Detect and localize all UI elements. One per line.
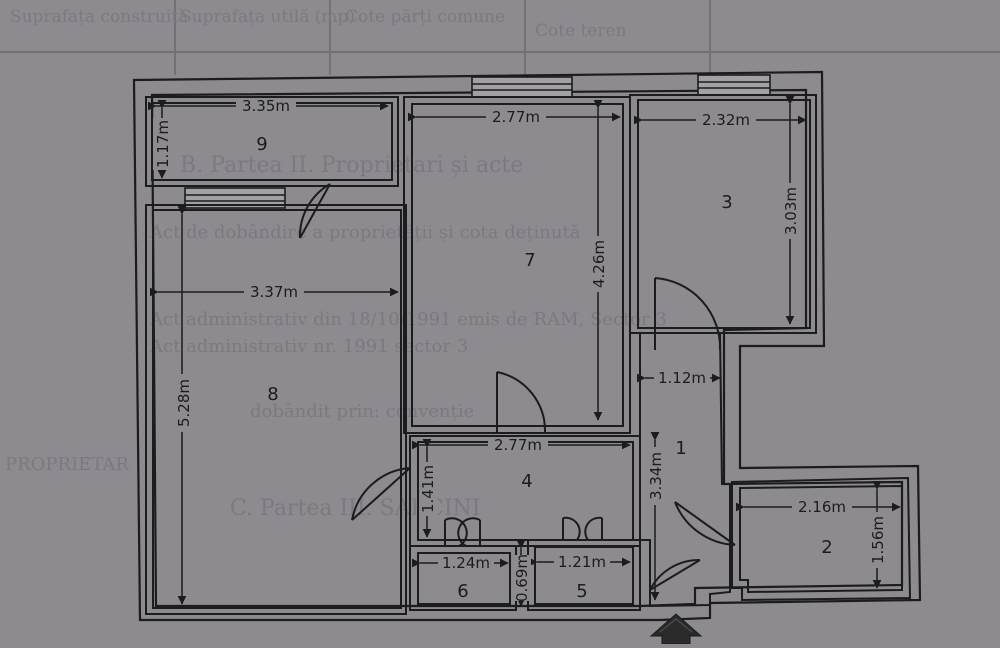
door-room-5 [562,516,603,541]
window-room-8 [184,187,286,209]
window-top-middle [471,76,573,98]
room-2 [731,476,912,602]
room-numbers: 9 7 3 8 4 1 2 6 5 [256,134,832,602]
room-1-label: 1 [675,438,686,459]
dim-room-3-height: 3.03m [782,187,800,235]
bg-line-1: Act de dobândire a proprietății și cota … [149,222,581,243]
bg-header-cell-1: Suprafața construită [10,7,188,27]
arrow-up-icon [649,613,703,645]
dim-room-6-width: 1.24m [442,554,490,572]
door-entrance [649,558,701,591]
room-3-label: 3 [721,192,732,213]
door-room-7 [496,371,547,433]
door-room-6 [444,517,481,547]
room-8-label: 8 [267,384,278,405]
dim-room-8-width: 3.37m [250,283,298,301]
door-room-9 [298,183,331,239]
bg-header-cell-2: Suprafața utilă (mp) [180,7,355,27]
dim-room-5-width: 1.21m [558,553,606,571]
bg-section-title: B. Partea II. Proprietari și acte [180,153,523,178]
dim-room-1-height: 3.34m [647,452,665,500]
room-5-label: 5 [576,581,587,602]
room-9-label: 9 [256,134,267,155]
door-room-8 [351,467,411,521]
bg-line-3: Act administrativ nr. 1991 sector 3 [149,336,468,357]
bg-line-5: PROPRIETAR [5,454,129,475]
room-7-label: 7 [524,250,535,271]
dim-room-9-height: 1.17m [154,120,172,168]
dim-room-7-width: 2.77m [492,108,540,126]
dim-room-9-width: 3.35m [242,97,290,115]
dim-room-4-width: 2.77m [494,436,542,454]
dimension-labels: 3.35m 1.17m 2.77m 4.26m 2.32m 3.03m 3.37… [153,97,887,602]
dim-room-5-height: 0.69m [513,554,531,602]
dim-room-8-height: 5.28m [175,379,193,427]
bg-line-2: Act administrativ din 18/10/1991 emis de… [149,309,667,330]
dim-room-1-width: 1.12m [658,369,706,387]
door-room-2 [674,501,736,546]
bg-line-4: dobândit prin: convenție [250,401,474,422]
room-2-label: 2 [821,537,832,558]
door-swings [298,183,736,591]
window-top-right [697,74,771,96]
bg-header-cell-4: Cote teren [535,21,627,41]
dim-room-4-height: 1.41m [419,465,437,513]
door-room-3 [654,277,722,351]
bg-header-cell-3: Cote părți comune [345,7,505,27]
dim-room-3-width: 2.32m [702,111,750,129]
room-6-label: 6 [457,581,468,602]
room-1 [639,332,731,608]
dim-room-7-height: 4.26m [590,240,608,288]
room-8 [145,204,407,615]
room-3 [629,94,817,334]
dim-room-2-width: 2.16m [798,498,846,516]
dim-room-2-height: 1.56m [869,516,887,564]
room-4-label: 4 [521,471,532,492]
